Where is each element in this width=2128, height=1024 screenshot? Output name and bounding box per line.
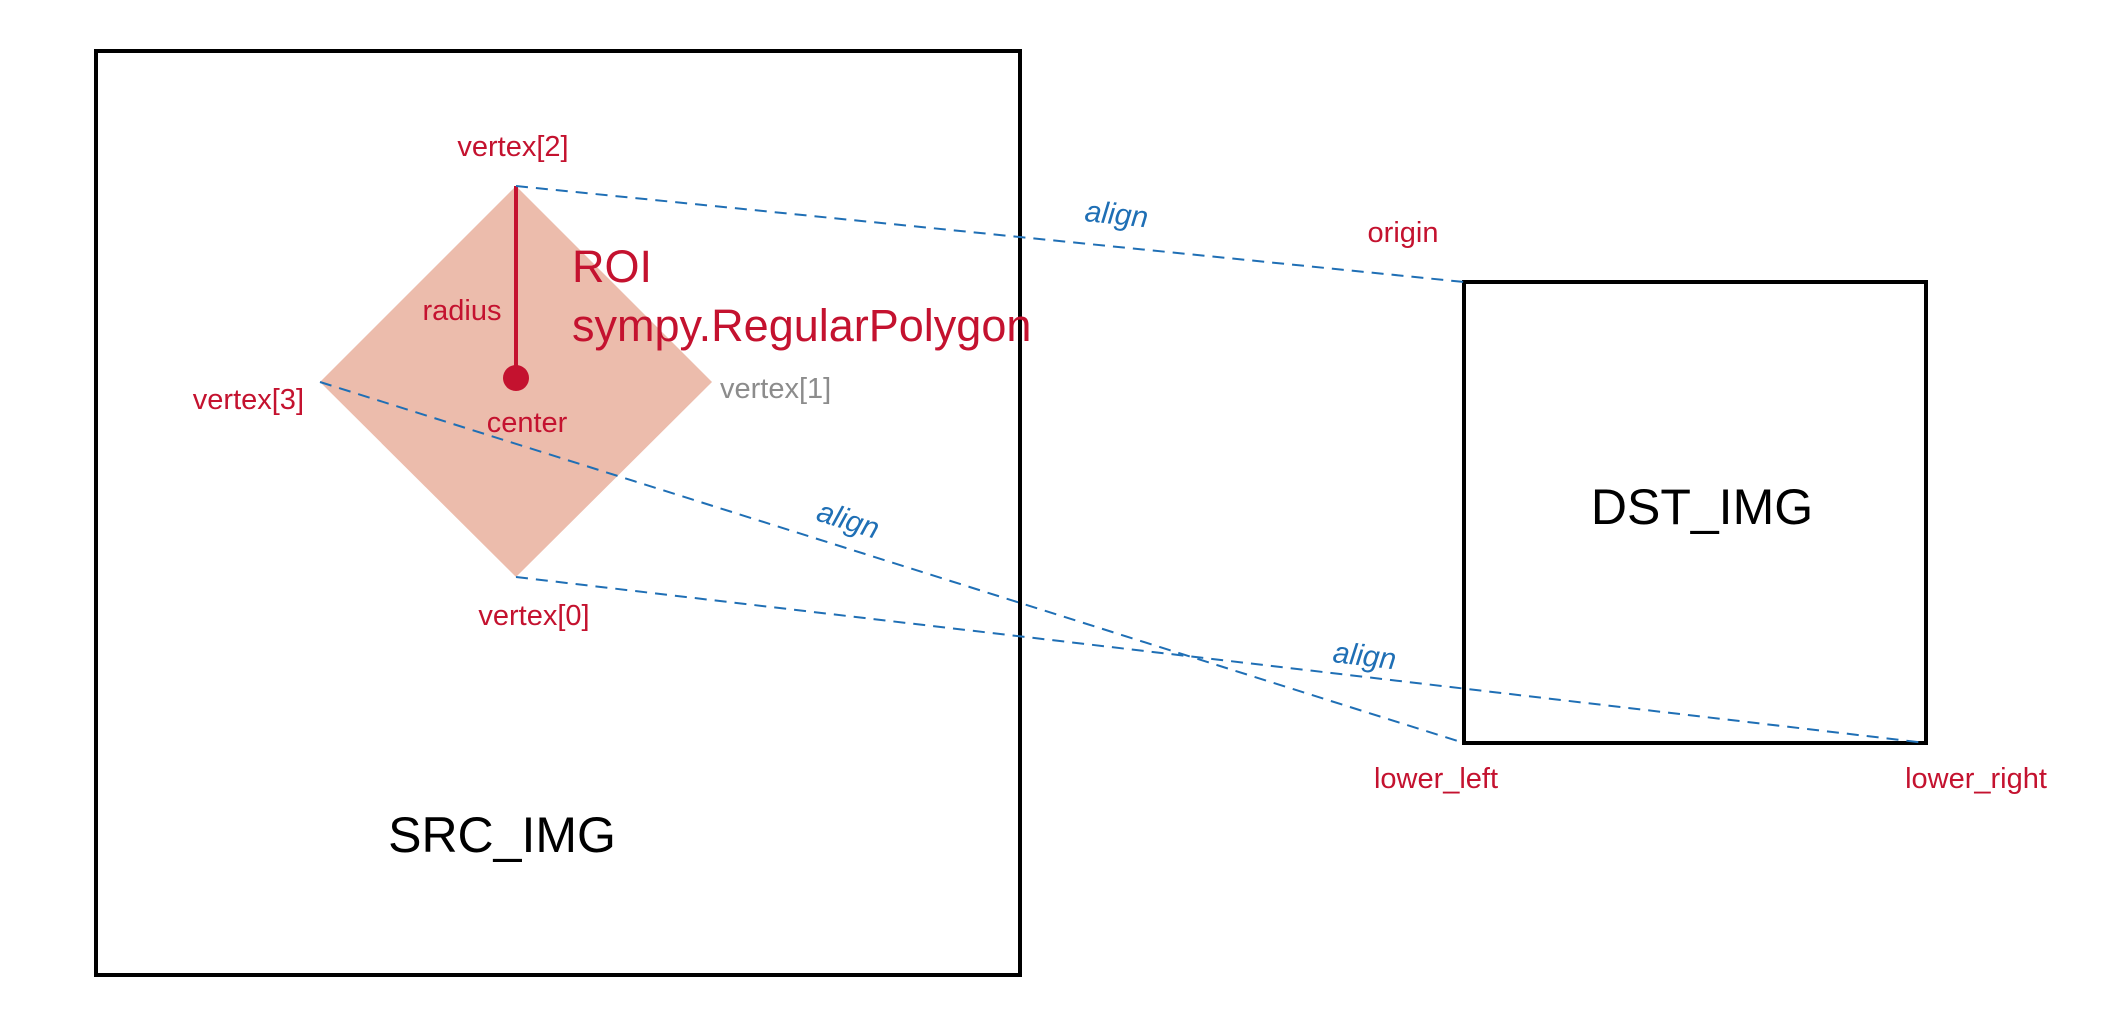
roi-subtitle: sympy.RegularPolygon xyxy=(572,300,1031,351)
vertex-label-0: vertex[0] xyxy=(478,600,589,632)
vertex-label-2: vertex[2] xyxy=(457,131,568,163)
lower-left-label: lower_left xyxy=(1374,763,1498,795)
origin-label: origin xyxy=(1368,217,1439,249)
src-image-label: SRC_IMG xyxy=(388,807,616,863)
align-label-middle: align xyxy=(813,495,883,546)
roi-title: ROI xyxy=(572,241,652,292)
align-line-vertex0-lower-right xyxy=(515,576,1927,744)
center-point xyxy=(503,365,529,391)
align-label-bottom: align xyxy=(1331,636,1398,676)
align-line-vertex2-origin xyxy=(515,185,1465,283)
vertex-label-1: vertex[1] xyxy=(720,373,831,405)
center-label: center xyxy=(487,407,568,439)
radius-label: radius xyxy=(423,295,502,327)
lower-right-label: lower_right xyxy=(1905,763,2047,795)
src-image-frame xyxy=(94,49,1022,977)
vertex-label-3: vertex[3] xyxy=(193,384,304,416)
align-label-top: align xyxy=(1083,195,1149,234)
dst-image-frame xyxy=(1462,280,1928,745)
dst-image-label: DST_IMG xyxy=(1591,479,1813,535)
